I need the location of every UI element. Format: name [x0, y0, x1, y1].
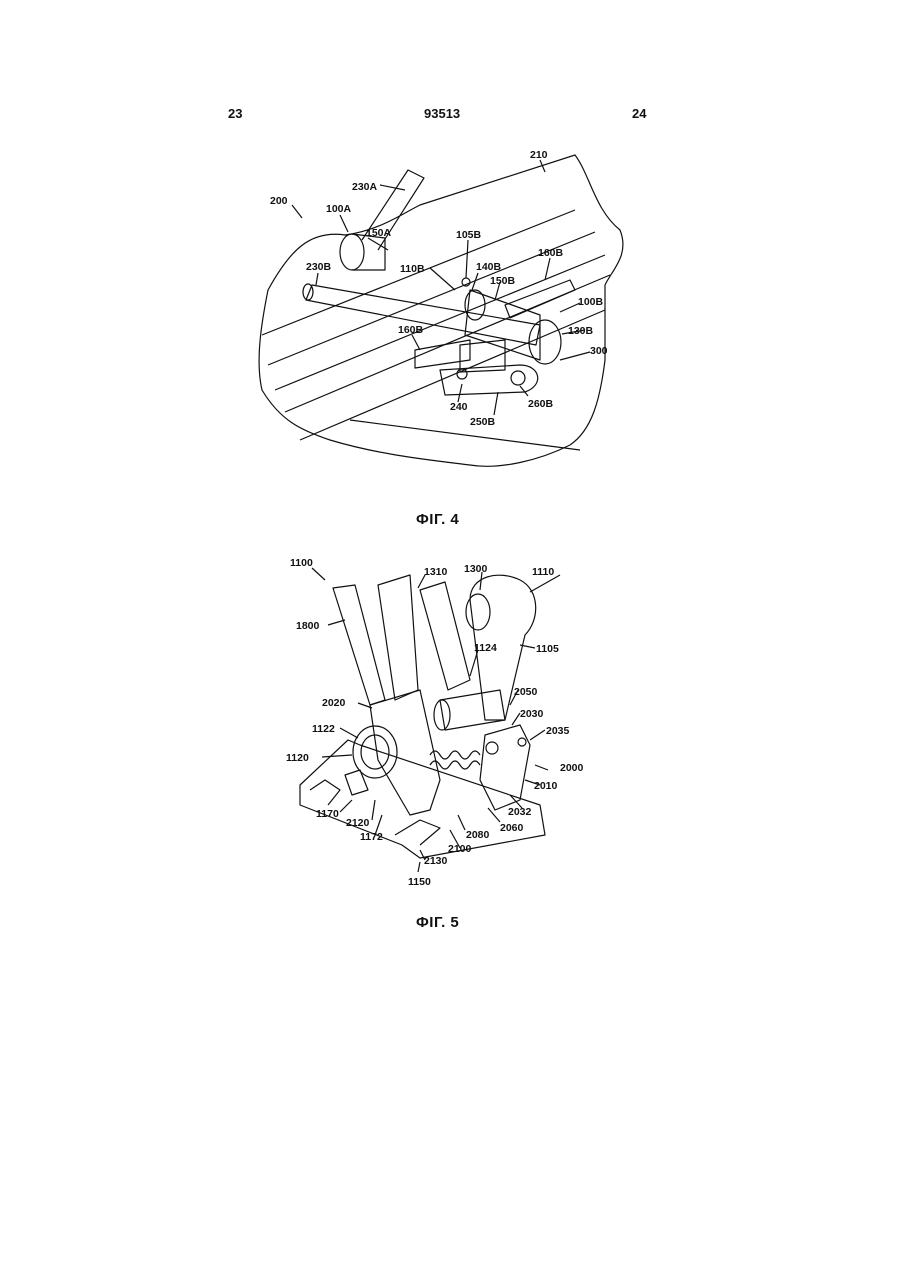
figure-4-caption: ФІГ. 4 [416, 511, 459, 528]
label-1300: 1300 [464, 563, 488, 575]
label-1310: 1310 [424, 566, 448, 578]
fig4-cylinder-100A [340, 234, 364, 270]
label-2100: 2100 [448, 843, 472, 855]
figure-5-caption: ФІГ. 5 [416, 914, 459, 931]
label-2050: 2050 [514, 686, 538, 698]
label-1120: 1120 [286, 752, 309, 764]
label-300: 300 [590, 345, 608, 357]
label-110B: 110B [400, 263, 425, 275]
label-1800: 1800 [296, 620, 320, 632]
label-1124: 1124 [474, 642, 497, 654]
label-140B: 140B [476, 261, 502, 273]
label-160B-top: 160B [538, 247, 564, 259]
fig4-cylinder-100B [465, 290, 540, 360]
label-2060: 2060 [500, 822, 524, 834]
label-2000: 2000 [560, 762, 584, 774]
label-1100: 1100 [290, 557, 313, 569]
label-240: 240 [450, 401, 468, 413]
label-2010: 2010 [534, 780, 558, 792]
label-1110: 1110 [532, 566, 554, 578]
label-2080: 2080 [466, 829, 490, 841]
label-1170: 1170 [316, 808, 339, 820]
label-230A: 230A [352, 181, 378, 193]
fig5-arm-1800 [333, 585, 385, 705]
fig4-rail-line [300, 310, 605, 440]
label-105B: 105B [456, 229, 482, 241]
fig5-pin-1300 [466, 594, 490, 630]
label-150A: 150A [366, 227, 392, 239]
label-100B: 100B [578, 296, 604, 308]
label-230B: 230B [306, 261, 332, 273]
label-2032: 2032 [508, 806, 532, 818]
label-1150: 1150 [408, 876, 431, 888]
label-150B: 150B [490, 275, 516, 287]
label-2035: 2035 [546, 725, 570, 737]
label-2130: 2130 [424, 855, 448, 867]
fig5-spring-2080 [430, 751, 480, 759]
fig5-arm-1310 [420, 582, 470, 690]
fig4-bar-230B [306, 285, 540, 345]
label-130B: 130B [568, 325, 594, 337]
label-2120: 2120 [346, 817, 370, 829]
label-210: 210 [530, 149, 548, 161]
label-250B: 250B [470, 416, 496, 428]
label-2030: 2030 [520, 708, 544, 720]
label-100A: 100A [326, 203, 352, 215]
label-260B: 260B [528, 398, 554, 410]
fig4-rail-line [350, 420, 580, 450]
fig5-base [300, 740, 545, 858]
fig4-bracket-160B [505, 280, 575, 318]
label-160B-low: 160B [398, 324, 424, 336]
label-2020: 2020 [322, 697, 346, 709]
fig4-outline [259, 155, 623, 466]
label-1122: 1122 [312, 723, 335, 735]
label-1105: 1105 [536, 643, 559, 655]
label-1172: 1172 [360, 831, 383, 843]
label-200: 200 [270, 195, 288, 207]
